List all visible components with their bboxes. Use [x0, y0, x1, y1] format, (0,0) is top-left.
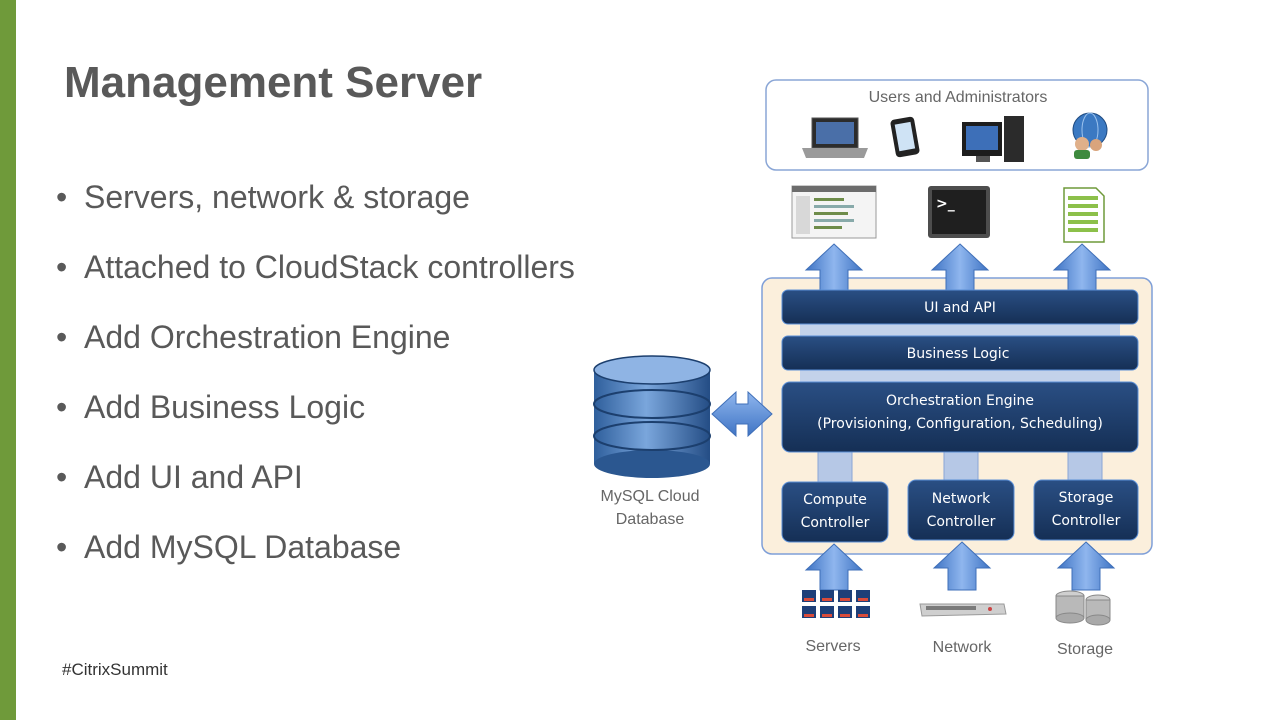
database-label: Database: [616, 511, 685, 528]
compute-controller-label: Compute: [803, 492, 867, 508]
bullet-text: Add MySQL Database: [84, 529, 402, 565]
storage-disks-icon: [1055, 590, 1111, 626]
network-controller: Network Controller: [907, 479, 1015, 541]
compute-controller: Compute Controller: [781, 481, 889, 543]
business-logic-label: Business Logic: [907, 346, 1010, 362]
admin-globe-icon: [1072, 112, 1108, 159]
binary-file-icon: [1063, 187, 1105, 243]
network-controller-label: Network: [932, 491, 991, 507]
bullet-item: •Add MySQL Database: [56, 529, 402, 565]
network-switch-icon: [919, 603, 1007, 617]
bullet-item: •Attached to CloudStack controllers: [56, 249, 575, 285]
users-label: Users and Administrators: [869, 89, 1048, 106]
servers-label: Servers: [805, 638, 860, 655]
storage-label: Storage: [1057, 641, 1113, 658]
ui-and-api-layer: UI and API: [781, 289, 1139, 325]
bullet-text: Add UI and API: [84, 459, 303, 495]
storage-controller-label: Controller: [1052, 513, 1121, 529]
web-ui-screenshot-icon: [791, 185, 877, 239]
bullet-text: Attached to CloudStack controllers: [84, 249, 575, 285]
svg-text:>_: >_: [936, 196, 955, 212]
laptop-icon: [802, 117, 868, 158]
upload-arrow-icon: [932, 541, 992, 591]
bullet-list: •Servers, network & storage •Attached to…: [56, 176, 575, 596]
orchestration-engine-layer: Orchestration Engine (Provisioning, Conf…: [781, 381, 1139, 453]
network-controller-label: Controller: [927, 514, 996, 530]
upload-arrow-icon: [1056, 541, 1116, 591]
bidirectional-arrow-icon: [711, 390, 773, 438]
terminal-icon: >_: [928, 186, 990, 238]
bullet-text: Add Business Logic: [84, 389, 366, 425]
ui-and-api-label: UI and API: [924, 300, 996, 316]
orchestration-engine-subtitle: (Provisioning, Configuration, Scheduling…: [817, 416, 1103, 432]
accent-bar: [0, 0, 16, 720]
compute-controller-label: Controller: [801, 515, 870, 531]
orchestration-engine-label: Orchestration Engine: [886, 393, 1034, 409]
bullet-item: •Servers, network & storage: [56, 179, 470, 215]
bullet-item: •Add UI and API: [56, 459, 303, 495]
storage-controller-label: Storage: [1059, 490, 1114, 506]
business-logic-layer: Business Logic: [781, 335, 1139, 371]
bullet-text: Servers, network & storage: [84, 179, 470, 215]
bullet-item: •Add Business Logic: [56, 389, 366, 425]
slide-title: Management Server: [64, 58, 483, 107]
bullet-item: •Add Orchestration Engine: [56, 319, 451, 355]
desktop-computer-icon: [962, 116, 1024, 162]
bullet-text: Add Orchestration Engine: [84, 319, 451, 355]
network-label: Network: [933, 639, 993, 656]
smartphone-icon: [890, 116, 920, 158]
storage-controller: Storage Controller: [1033, 479, 1139, 541]
database-label: MySQL Cloud: [601, 488, 700, 505]
users-panel: Users and Administrators: [765, 79, 1149, 171]
hashtag: #CitrixSummit: [62, 660, 168, 679]
servers-app-grid-icon: [802, 590, 870, 618]
database-cylinder-icon: [593, 355, 711, 478]
